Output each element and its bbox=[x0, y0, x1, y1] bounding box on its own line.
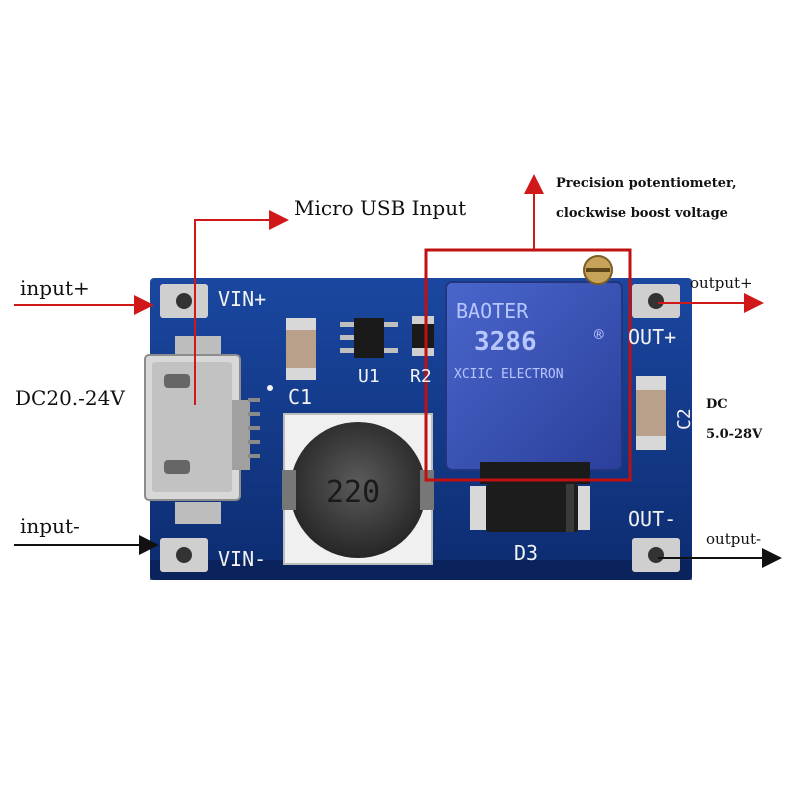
micro-usb-pointer-line bbox=[194, 210, 289, 405]
dc-output-range-label: 5.0-28V bbox=[706, 427, 763, 442]
precision-pot-label-line1: Precision potentiometer, bbox=[556, 176, 737, 191]
pot-maker: XCIIC ELECTRON bbox=[454, 367, 564, 382]
micro-usb-port-icon[interactable] bbox=[144, 336, 260, 524]
output-minus-label: output- bbox=[706, 530, 762, 548]
silk-out-minus: OUT- bbox=[628, 507, 676, 531]
silk-out-plus: OUT+ bbox=[628, 325, 676, 349]
output-plus-label: output+ bbox=[690, 274, 753, 292]
silk-r2: R2 bbox=[410, 366, 432, 387]
silk-c1: C1 bbox=[288, 385, 312, 409]
chip-u1 bbox=[340, 318, 398, 358]
silk-d3: D3 bbox=[514, 541, 538, 565]
vin-plus-pad[interactable] bbox=[160, 284, 208, 318]
trimmer-screw-icon[interactable] bbox=[583, 255, 613, 285]
silk-vin-plus: VIN+ bbox=[218, 287, 266, 311]
inductor-marking: 220 bbox=[326, 475, 380, 510]
inductor-220 bbox=[282, 413, 434, 565]
input-minus-label: input- bbox=[20, 514, 80, 538]
out-minus-pad[interactable] bbox=[632, 538, 680, 572]
silk-vin-minus: VIN- bbox=[218, 547, 266, 571]
vin-minus-pad[interactable] bbox=[160, 538, 208, 572]
precision-pot-label-line2: clockwise boost voltage bbox=[556, 206, 728, 221]
pot-model: 3286 bbox=[474, 327, 537, 357]
pot-brand: BAOTER bbox=[456, 299, 529, 323]
capacitor-c1 bbox=[286, 318, 316, 380]
dc-output-label: DC bbox=[706, 397, 728, 412]
silk-u1: U1 bbox=[358, 366, 380, 387]
out-plus-pad[interactable] bbox=[632, 284, 680, 318]
pot-registered: ® bbox=[594, 325, 604, 344]
diode-d3 bbox=[470, 484, 590, 532]
potentiometer-highlight-box bbox=[424, 248, 632, 482]
input-plus-label: input+ bbox=[20, 276, 90, 300]
silk-c2: C2 bbox=[674, 408, 695, 430]
capacitor-c2 bbox=[636, 376, 666, 450]
resistor-r2 bbox=[412, 316, 434, 356]
dc-input-range-label: DC20.-24V bbox=[15, 386, 125, 410]
micro-usb-input-label: Micro USB Input bbox=[294, 196, 467, 220]
